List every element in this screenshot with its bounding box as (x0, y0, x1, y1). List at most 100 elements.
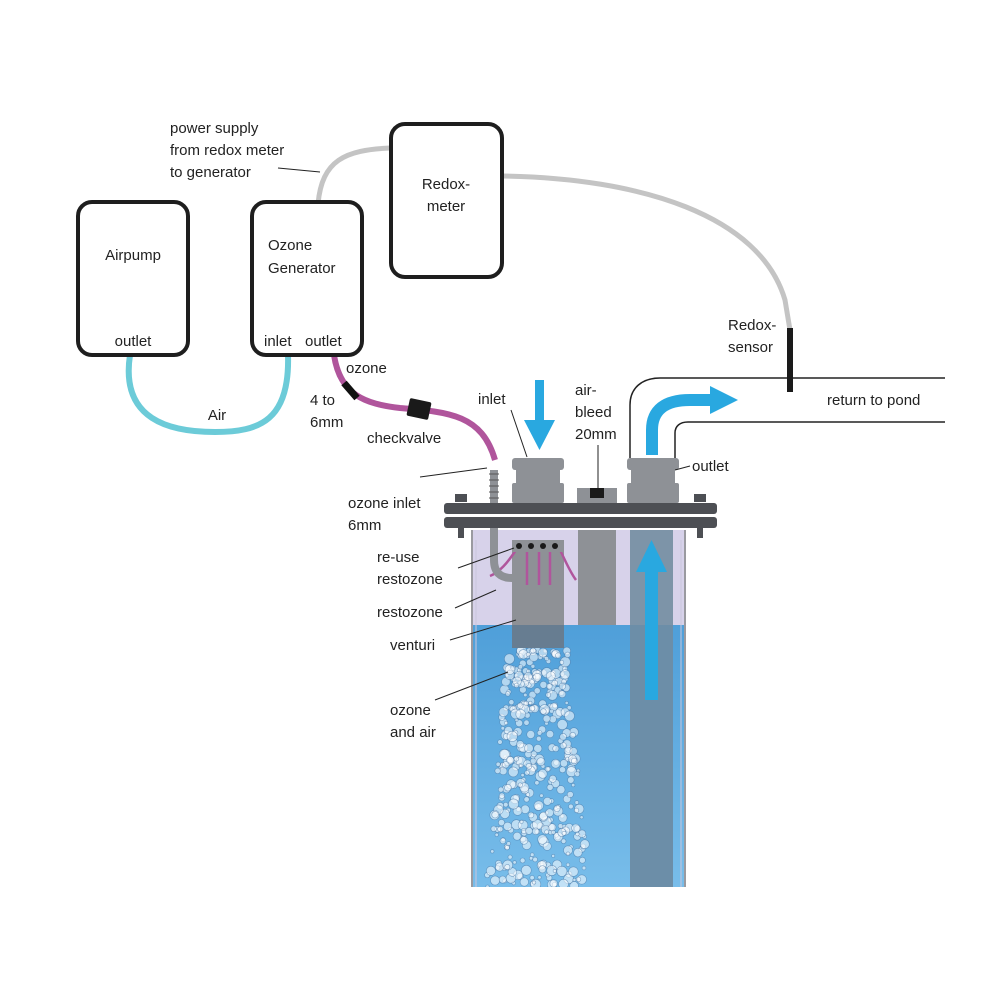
bubble (559, 742, 567, 749)
bubble (523, 719, 530, 726)
bubble (519, 763, 524, 768)
bubble (520, 804, 530, 814)
bubble (495, 761, 501, 767)
bubble (551, 679, 558, 687)
bubble (539, 680, 548, 689)
bubble (502, 761, 510, 769)
bubble (560, 669, 571, 680)
bubble (551, 829, 556, 835)
bubble (579, 839, 590, 850)
bubble (560, 838, 567, 844)
bubble (556, 719, 568, 730)
redox-sensor-probe (787, 328, 793, 392)
bubble (535, 735, 542, 742)
bubble (525, 827, 533, 835)
bubble (508, 798, 519, 810)
bubble (545, 808, 554, 818)
bubble (533, 744, 543, 753)
checkvalve-label: checkvalve (367, 430, 441, 447)
bubble (529, 652, 539, 662)
bubble (490, 849, 495, 854)
bubble (550, 758, 561, 769)
bubble (574, 800, 579, 805)
ozone-inlet-label-line1: ozone inlet (348, 495, 421, 512)
sensor-cable (501, 173, 793, 331)
airpump-box (76, 200, 190, 357)
bubble (549, 879, 558, 887)
flow-arrow-inlet (524, 380, 555, 450)
leader-ozone-and-air (434, 671, 509, 701)
bubble (559, 659, 565, 665)
bubble (542, 841, 552, 851)
bubble (530, 878, 542, 887)
bubble (571, 823, 581, 833)
bubble (525, 792, 531, 797)
bubble (512, 831, 522, 841)
bubble (561, 830, 567, 836)
bubble (546, 683, 553, 690)
bubble (517, 664, 523, 670)
bubble (497, 826, 504, 833)
tube-connector (341, 380, 360, 401)
redox-meter-title-line1: Redox- (422, 176, 470, 193)
bubble (556, 785, 566, 795)
checkvalve-body (406, 398, 432, 420)
tube-size-label-line2: 6mm (310, 414, 343, 431)
bubble (515, 709, 526, 720)
bubble (565, 851, 571, 856)
bubble (545, 671, 556, 681)
bubble (558, 690, 567, 699)
bubble (553, 804, 561, 812)
bubble (503, 653, 515, 665)
bubble (529, 705, 536, 712)
bubble-column (484, 645, 590, 887)
bubble (579, 815, 584, 820)
ozone-generator-inlet-label: inlet (264, 333, 292, 350)
tube-size-label-line1: 4 to (310, 392, 335, 409)
bubble (494, 832, 499, 837)
bubble (519, 857, 526, 864)
bubble (552, 745, 560, 752)
bubble (564, 701, 569, 705)
air-label: Air (208, 407, 226, 424)
bubble (498, 748, 510, 760)
bubble (485, 865, 496, 876)
bubble (532, 672, 542, 682)
bubble (523, 692, 528, 698)
bubble (536, 757, 546, 767)
bubble (528, 856, 534, 861)
bubble (548, 774, 557, 783)
bubble (508, 699, 515, 706)
bubble (529, 875, 535, 881)
bubble (544, 656, 549, 661)
bubble (545, 692, 552, 698)
bubble (485, 884, 490, 887)
bubble (565, 862, 571, 867)
leader-outlet (674, 465, 691, 471)
bubble (520, 773, 525, 778)
bubble (506, 756, 515, 765)
bubble (513, 756, 519, 762)
bubble (516, 702, 524, 709)
bubble (534, 780, 540, 786)
ozone-generator-title-line1: Ozone (268, 237, 312, 254)
bubble (527, 811, 535, 819)
bubble (506, 730, 518, 742)
restozone-label: restozone (377, 604, 443, 621)
bubble (498, 792, 506, 799)
air-bleed-label-line1: air- (575, 382, 597, 399)
bubble (504, 783, 512, 792)
redox-meter-title-line2: meter (427, 198, 465, 215)
bubble (572, 877, 577, 882)
ozone-label: ozone (346, 360, 387, 377)
bubble (566, 705, 572, 711)
bubble (490, 825, 497, 832)
bubble (517, 782, 523, 788)
bubble (519, 877, 529, 887)
air-bleed-label-line2: bleed (575, 404, 612, 421)
bubble (532, 880, 537, 885)
lid-flange-top (444, 503, 717, 514)
bubble (551, 854, 556, 858)
bubble (525, 763, 533, 770)
bubble (526, 730, 536, 739)
